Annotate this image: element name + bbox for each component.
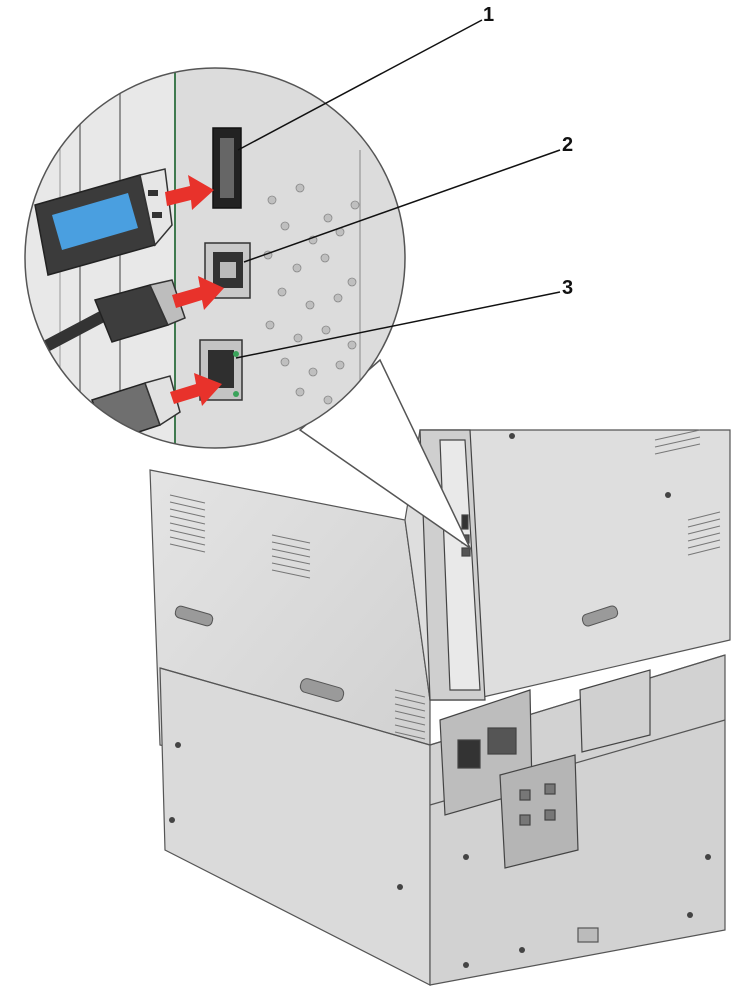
handle-upper-tray — [174, 605, 214, 627]
screws — [169, 433, 711, 968]
usb-b-cable — [25, 279, 186, 366]
handle-lower-tray — [299, 678, 345, 702]
callout-number-3: 3 — [562, 277, 574, 299]
tray-handles — [174, 605, 619, 702]
callout-number-2: 2 — [562, 134, 574, 156]
printer-body — [149, 429, 731, 986]
power-switch — [487, 727, 517, 755]
magnifier-circle-outline — [24, 67, 406, 449]
insertion-arrows — [165, 175, 224, 406]
callout-number-1: 1 — [483, 4, 495, 26]
handle-right-side — [581, 605, 619, 627]
power-connector-area — [439, 669, 651, 869]
arrow-usb-b — [172, 276, 224, 310]
leader-line-2 — [243, 149, 561, 263]
callout-leader-lines — [235, 19, 561, 359]
left-vent-grille — [169, 429, 721, 740]
rear-usb-slot — [461, 514, 469, 530]
usb-flash-drive — [34, 168, 173, 276]
ethernet-led-top — [233, 351, 239, 357]
power-socket — [457, 739, 481, 769]
arrow-usb-drive — [165, 175, 214, 210]
leader-line-3 — [235, 291, 561, 359]
leader-line-1 — [237, 19, 483, 151]
rear-ethernet-slot — [461, 547, 471, 557]
printer-foot — [577, 927, 599, 943]
ethernet-led-bottom — [233, 391, 239, 397]
arrow-ethernet — [170, 373, 222, 406]
